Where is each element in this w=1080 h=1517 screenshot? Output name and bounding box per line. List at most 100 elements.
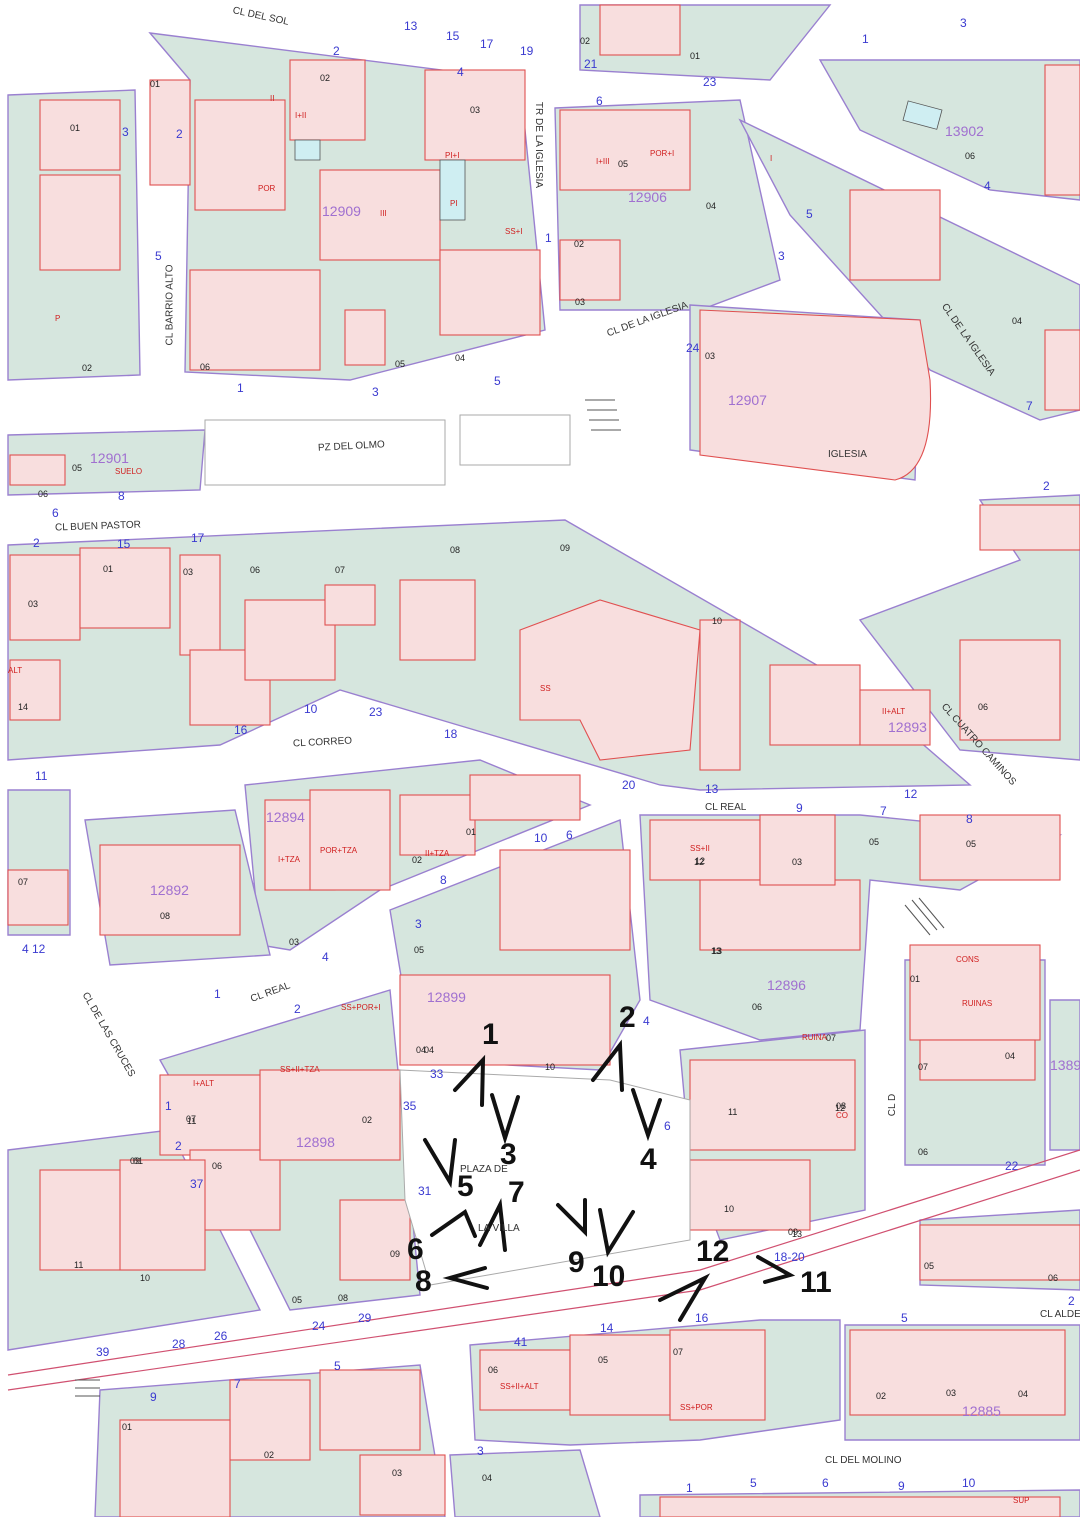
house-number: 15 [446,29,460,43]
sub-number: 02 [320,73,331,83]
parcel-12906: 12906 [628,189,667,205]
sub-number: 09 [788,1227,799,1237]
sub-number: 04 [1012,316,1023,326]
house-number: 3 [122,125,129,139]
sub-number: 06 [1048,1273,1059,1283]
sub-number: 02 [362,1115,373,1125]
viewpoint-12: 12 [696,1235,730,1268]
sub-number: 04 [455,353,466,363]
sub-number: 01 [133,1156,144,1166]
sub-number: 05 [395,359,406,369]
sub-number: 03 [183,567,194,577]
house-number: 24 [312,1319,326,1333]
floor-code: P [55,314,61,323]
house-number: 37 [190,1177,204,1191]
sub-number: 05 [869,837,880,847]
parcel-12892: 12892 [150,882,189,898]
sub-number: 08 [338,1293,349,1303]
house-number: 4 [457,65,464,79]
house-number: 8 [118,489,125,503]
parcel-12901: 12901 [90,450,129,466]
house-number: 17 [480,37,494,51]
viewpoint-2: 2 [619,1001,636,1034]
viewpoint-8: 8 [415,1265,432,1298]
sub-number: 06 [488,1365,499,1375]
house-number: 11 [35,769,48,783]
sub-number: 05 [598,1355,609,1365]
house-number: 18-20 [774,1250,805,1264]
house-number: 18 [444,727,458,741]
house-number: 4 [984,179,991,193]
floor-code: PI+I [445,151,460,160]
sub-number: 03 [575,297,586,307]
street-cl-del-molino: CL DEL MOLINO [825,1455,902,1466]
house-number: 3 [960,16,967,30]
parcel-12907: 12907 [728,392,767,408]
parcel-1389: 1389 [1050,1057,1080,1073]
house-number: 23 [703,75,717,89]
viewpoint-4: 4 [640,1143,657,1176]
house-number: 5 [494,374,501,388]
house-number: 7 [880,804,887,818]
sub-number: 04 [706,201,717,211]
floor-code: SS+II [690,844,710,853]
sub-number: 02 [82,363,93,373]
sub-number: 12 [694,857,705,867]
parcel-12898: 12898 [296,1134,335,1150]
sub-number: 01 [690,51,701,61]
house-number: 15 [117,537,131,551]
house-number: 16 [234,723,248,737]
block-y [449,1449,601,1517]
sub-number: 07 [186,1114,197,1124]
house-number: 9 [796,801,803,815]
house-number: 19 [520,44,534,58]
sub-number: 13 [712,946,723,956]
house-number: 2 [175,1139,182,1153]
floor-code: II+ALT [882,707,906,716]
viewpoint-11: 11 [800,1266,832,1299]
floor-code: SS+POR [680,1403,713,1412]
street-tr-de-la-iglesia: TR DE LA IGLESIA [533,101,545,189]
sub-number: 02 [876,1391,887,1401]
house-number: 13 [705,782,719,796]
floor-code: CO [836,1111,848,1120]
house-number: 6 [664,1119,671,1133]
street-plaza-2: LA VILLA [478,1223,520,1234]
house-number: 5 [334,1359,341,1373]
floor-code: RUINAS [962,999,993,1008]
sub-number: 08 [160,911,171,921]
sub-number: 11 [187,1116,197,1126]
floor-code: I+II [295,111,307,120]
floor-code: III [380,209,387,218]
house-number: 39 [96,1345,110,1359]
viewpoint-7: 7 [508,1176,525,1209]
block-r [1049,999,1080,1151]
sub-number: 05 [414,945,425,955]
house-number: 6 [822,1476,829,1490]
street-cl-barrio-alto: CL BARRIO ALTO [164,264,176,346]
viewpoint-1: 1 [482,1018,499,1051]
sub-number: 02 [412,855,423,865]
street-cl-real-1: CL REAL [705,802,747,813]
house-number: 35 [403,1099,417,1113]
house-number: 26 [214,1329,228,1343]
viewpoint-10: 10 [592,1260,626,1293]
sub-number: 06 [250,565,261,575]
sub-number: 04 [424,1045,435,1055]
floor-code: I+ALT [193,1079,214,1088]
house-number: 5 [750,1476,757,1490]
floor-code: I [770,154,773,163]
house-number: 1 [237,381,244,395]
house-number: 3 [415,917,422,931]
floor-code: II+TZA [425,849,450,858]
house-number: 1 [214,987,221,1001]
house-number: 1 [545,231,552,245]
sub-number: 11 [728,1107,738,1117]
block-f [818,59,1080,201]
sub-number: 06 [212,1161,223,1171]
house-number: 9 [150,1390,157,1404]
house-number: 8 [440,873,447,887]
sub-number: 06 [965,151,976,161]
house-number: 9 [898,1479,905,1493]
